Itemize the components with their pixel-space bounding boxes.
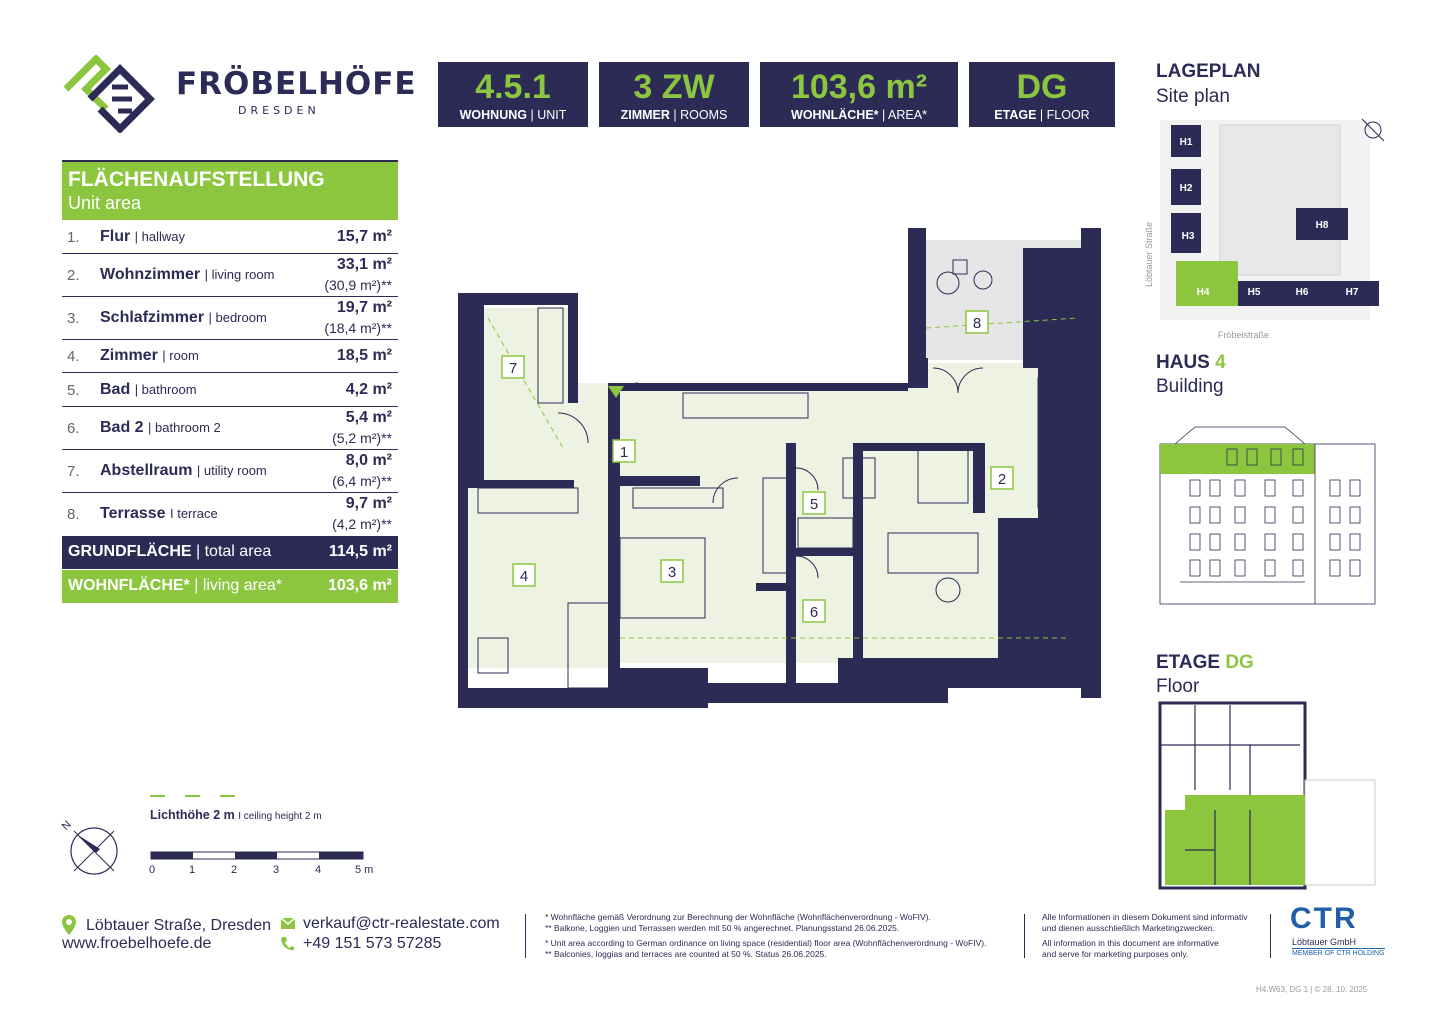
footer-website[interactable]: www.froebelhoefe.de: [62, 935, 212, 952]
table-row: 6. Bad 2 | bathroom 2 5,4 m² (5,2 m²)**: [62, 407, 398, 450]
table-row: 3. Schlafzimmer | bedroom 19,7 m² (18,4 …: [62, 297, 398, 340]
scale-tick: 0: [149, 864, 155, 876]
site-building-h5: H5: [1248, 287, 1261, 298]
header-unit: 4.5.1 WOHNUNG | UNIT: [438, 62, 588, 127]
email-icon: [281, 918, 295, 929]
table-row: 1. Flur | hallway 15,7 m²: [62, 222, 398, 254]
room-number-1: 1: [612, 439, 636, 463]
site-building-h8: H8: [1316, 220, 1329, 231]
ctr-company: Löbtauer GmbH: [1292, 937, 1357, 947]
footnote-de: * Wohnfläche gemäß Verordnung zur Berech…: [545, 912, 931, 933]
svg-text:4: 4: [520, 568, 528, 585]
room-number-6: 6: [802, 599, 826, 623]
compass-icon: [1361, 118, 1385, 142]
building-subtitle: Building: [1156, 376, 1224, 397]
floor-subtitle: Floor: [1156, 676, 1200, 697]
footer-email[interactable]: verkauf@ctr-realestate.com: [303, 915, 500, 932]
divider: [1270, 914, 1271, 958]
logo-mark: [63, 55, 155, 133]
scale-tick: 2: [231, 864, 237, 876]
scale-tick: 1: [189, 864, 195, 876]
svg-text:3: 3: [668, 564, 676, 581]
ctr-logo: CTR: [1290, 902, 1358, 935]
location-icon: [62, 915, 76, 935]
site-building-h6: H6: [1296, 287, 1309, 298]
logo-title: FRÖBELHÖFE: [176, 66, 417, 102]
building-elevation: [1159, 426, 1376, 605]
ctr-member: MEMBER OF CTR HOLDING: [1292, 948, 1385, 957]
dash-legend: [150, 795, 235, 797]
room-number-5: 5: [802, 491, 826, 515]
table-row: 5. Bad | bathroom 4,2 m²: [62, 373, 398, 407]
svg-text:5: 5: [810, 496, 818, 513]
building-title: HAUS 4: [1156, 352, 1226, 373]
total-area-row: GRUNDFLÄCHE | total area 114,5 m²: [62, 536, 398, 569]
site-plan-map: H1 H2 H3 H4 H5 H6 H7 H8 Löbtauer Straße …: [1144, 118, 1385, 340]
area-table-header: FLÄCHENAUFSTELLUNG Unit area: [62, 160, 398, 220]
doc-reference: H4.W63, DG 1 | © 28. 10. 2025: [1256, 985, 1368, 994]
site-building-h1: H1: [1180, 137, 1193, 148]
scale-tick: 5 m: [355, 864, 373, 876]
ceiling-height: Lichthöhe 2 m I ceiling height 2 m: [150, 808, 322, 822]
room-number-3: 3: [660, 559, 684, 583]
room-number-8: 8: [965, 310, 989, 334]
table-row: 2. Wohnzimmer | living room 33,1 m² (30,…: [62, 254, 398, 297]
living-area-row: WOHNFLÄCHE* | living area* 103,6 m²: [62, 570, 398, 603]
site-plan-title: LAGEPLAN: [1156, 61, 1261, 82]
table-row: 4. Zimmer | room 18,5 m²: [62, 340, 398, 373]
floor-title: ETAGE DG: [1156, 652, 1254, 673]
site-building-h3: H3: [1182, 231, 1195, 242]
disclaimer-en: All information in this document are inf…: [1042, 938, 1219, 959]
svg-text:8: 8: [973, 315, 981, 332]
north-arrow-icon: N: [60, 819, 118, 875]
scale-tick: 4: [315, 864, 321, 876]
street-label: Fröbelstraße: [1218, 330, 1269, 340]
footnote-en: * Unit area according to German ordinanc…: [545, 938, 987, 959]
svg-text:N: N: [60, 819, 74, 833]
svg-text:2: 2: [998, 471, 1006, 488]
divider: [525, 914, 526, 958]
svg-text:7: 7: [509, 360, 517, 377]
floor-plan: 1 2 3 4 5 6 7 8: [458, 228, 1101, 708]
room-number-2: 2: [990, 466, 1014, 490]
phone-icon: [281, 937, 294, 951]
divider: [1024, 914, 1025, 958]
room-number-4: 4: [512, 563, 536, 587]
site-plan-subtitle: Site plan: [1156, 86, 1230, 107]
site-building-h7: H7: [1346, 287, 1359, 298]
footer-phone[interactable]: +49 151 573 57285: [303, 935, 442, 952]
floor-overview: [1158, 701, 1376, 890]
logo-subtitle: DRESDEN: [238, 104, 320, 117]
header-rooms: 3 ZW ZIMMER | ROOMS: [599, 62, 749, 127]
scale-tick: 3: [273, 864, 279, 876]
site-building-h4: H4: [1197, 287, 1210, 298]
header-floor: DG ETAGE | FLOOR: [969, 62, 1115, 127]
table-row: 8. Terrasse I terrace 9,7 m² (4,2 m²)**: [67, 495, 392, 532]
street-label: Löbtauer Straße: [1144, 222, 1154, 287]
footer-address: Löbtauer Straße, Dresden: [86, 917, 271, 934]
svg-text:6: 6: [810, 604, 818, 621]
table-row: 7. Abstellraum | utility room 8,0 m² (6,…: [62, 450, 398, 493]
site-building-h2: H2: [1180, 183, 1193, 194]
svg-text:1: 1: [620, 444, 628, 461]
room-number-7: 7: [501, 355, 525, 379]
disclaimer-de: Alle Informationen in diesem Dokument si…: [1042, 912, 1248, 933]
scale-bar: 0 1 2 3 4 5 m: [149, 851, 373, 876]
header-area: 103,6 m² WOHNLÄCHE* | AREA*: [760, 62, 958, 127]
